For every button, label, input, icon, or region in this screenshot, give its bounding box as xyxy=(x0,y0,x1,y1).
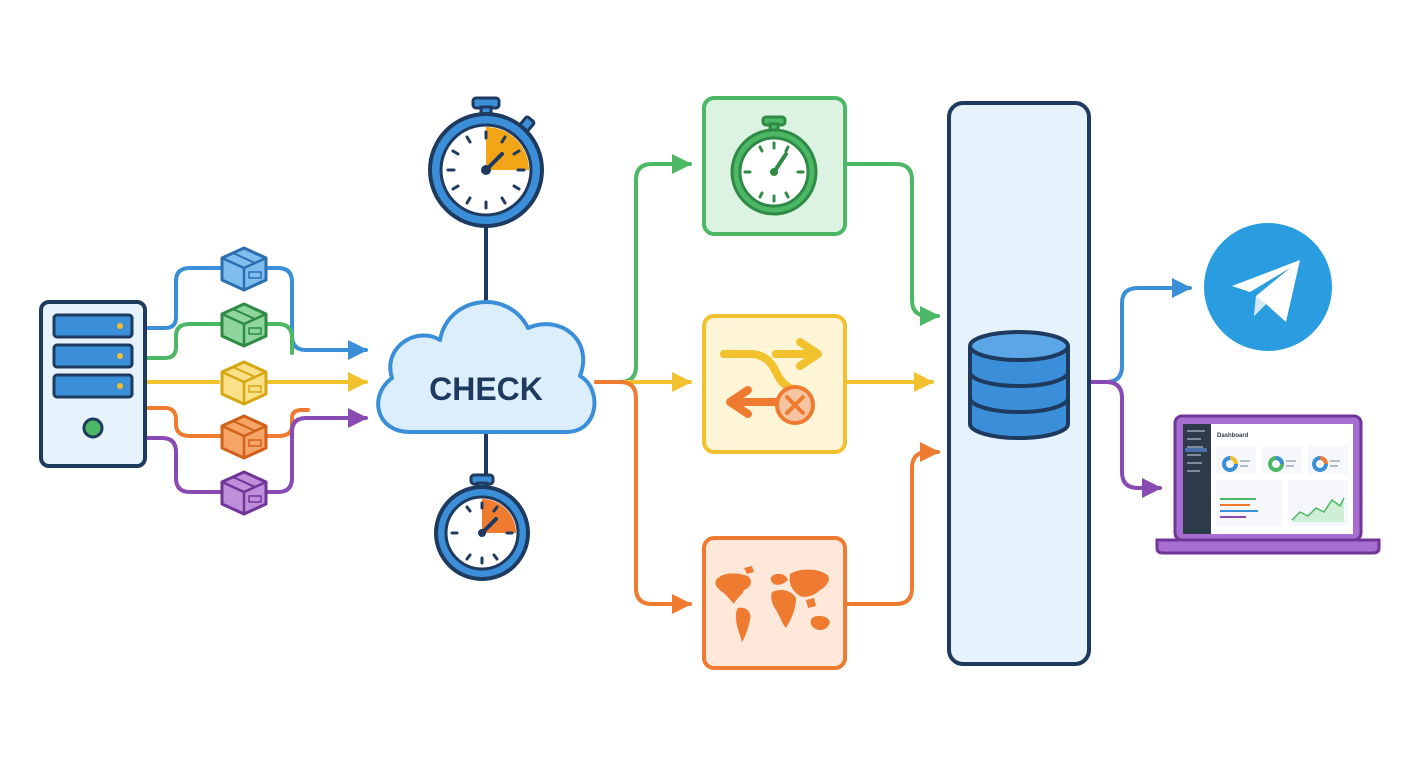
connector-orange-cloud xyxy=(266,408,310,438)
connector-purple-cloud xyxy=(266,408,368,494)
package-yellow xyxy=(220,360,268,406)
stopwatch-bottom-icon xyxy=(434,473,530,581)
x-circle-icon xyxy=(775,385,815,425)
connector-server-purple xyxy=(143,436,222,494)
server-icon xyxy=(39,300,147,468)
connector-ok-db xyxy=(843,162,940,326)
cloud-icon xyxy=(376,300,597,434)
package-blue xyxy=(220,246,268,292)
connector-server-blue xyxy=(143,266,222,330)
connector-db-telegram xyxy=(1088,278,1192,384)
redirect-box xyxy=(702,314,847,454)
success-check-box xyxy=(702,96,847,236)
stopwatch-icon xyxy=(730,115,818,216)
package-orange xyxy=(220,414,268,460)
dashboard-title: Dashboard xyxy=(1217,433,1249,439)
stopwatch-top-icon xyxy=(428,96,544,228)
database-icon xyxy=(968,330,1070,440)
connector-cloud-ok xyxy=(594,154,692,384)
connector-cloud-geo xyxy=(594,380,692,614)
connector-db-laptop xyxy=(1088,380,1162,498)
connectors xyxy=(143,154,1192,614)
connector-server-orange xyxy=(143,406,222,438)
package-green xyxy=(220,302,268,348)
telegram-icon xyxy=(1204,223,1332,351)
connector-blue-cloud xyxy=(266,266,368,360)
geo-box xyxy=(702,536,847,670)
package-purple xyxy=(220,470,268,516)
connector-green-cloud xyxy=(266,322,294,355)
laptop-dashboard-icon: Dashboard xyxy=(1155,414,1381,555)
world-map-icon xyxy=(715,566,830,642)
connector-server-green xyxy=(143,322,222,360)
connector-geo-db xyxy=(843,442,940,606)
check-label: CHECK xyxy=(429,371,543,407)
